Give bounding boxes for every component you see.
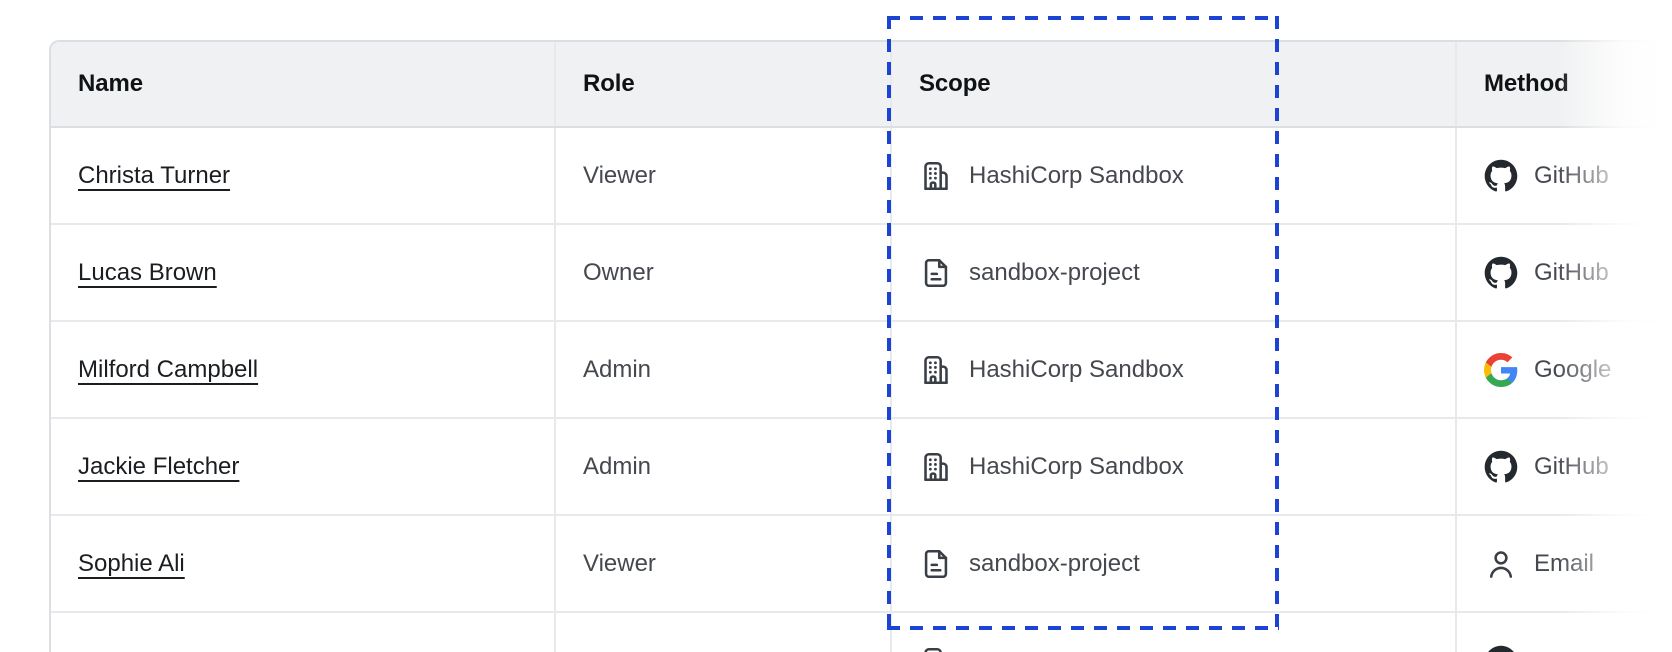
- method-label: Google: [1534, 355, 1612, 383]
- scope-cell: HashiCorp Sandbox: [892, 419, 1457, 514]
- method-cell: GitHub: [1457, 225, 1672, 320]
- name-cell: Sophie Ali: [51, 516, 556, 611]
- github-icon: [1484, 159, 1518, 193]
- method-cell: GitHub: [1457, 128, 1672, 223]
- table-body: Christa Turner Viewer HashiCorp Sandbox …: [51, 128, 1672, 652]
- user-name-link[interactable]: Jackie Fletcher: [78, 452, 240, 480]
- table-row: Sophie Ali Viewer sandbox-project Email: [51, 516, 1672, 613]
- name-cell: Milford Campbell: [51, 322, 556, 417]
- google-icon: [1484, 352, 1518, 387]
- user-name-link[interactable]: Christa Turner: [78, 161, 231, 189]
- scope-cell: sandbox-project: [892, 225, 1457, 320]
- scope-cell: HashiCorp Sandbox: [892, 128, 1457, 223]
- role-cell: Admin: [556, 419, 892, 514]
- user-name-link[interactable]: Milford Campbell: [78, 355, 259, 383]
- github-icon: [1484, 645, 1518, 652]
- scope-label: sandbox-project: [969, 258, 1140, 286]
- role-cell: Owner: [556, 225, 892, 320]
- file-icon: [919, 547, 953, 581]
- user-name-link[interactable]: Lucas Brown: [78, 258, 217, 286]
- building-icon: [919, 353, 953, 387]
- building-icon: [919, 645, 953, 652]
- scope-label: HashiCorp Sandbox: [969, 452, 1184, 480]
- github-icon: [1484, 256, 1518, 290]
- method-cell: [1457, 613, 1672, 652]
- role-cell: Admin: [556, 322, 892, 417]
- building-icon: [919, 159, 953, 193]
- method-cell: Email: [1457, 516, 1672, 611]
- name-cell: [51, 613, 556, 652]
- scope-cell: [892, 613, 1457, 652]
- method-label: Email: [1534, 549, 1595, 577]
- members-table: Name Role Scope Method Christa Turner Vi…: [49, 40, 1672, 652]
- column-header-scope: Scope: [892, 42, 1457, 126]
- column-header-method: Method: [1484, 70, 1569, 97]
- scope-cell: HashiCorp Sandbox: [892, 322, 1457, 417]
- table-row: Christa Turner Viewer HashiCorp Sandbox …: [51, 128, 1672, 225]
- user-name-link[interactable]: Sophie Ali: [78, 549, 185, 577]
- table-row: Jackie Fletcher Admin HashiCorp Sandbox …: [51, 419, 1672, 516]
- table-header-row: Name Role Scope Method: [51, 42, 1672, 128]
- table-row: Lucas Brown Owner sandbox-project GitHub: [51, 225, 1672, 322]
- role-cell: [556, 613, 892, 652]
- scope-label: HashiCorp Sandbox: [969, 161, 1184, 189]
- file-icon: [919, 256, 953, 290]
- role-cell: Viewer: [556, 128, 892, 223]
- name-cell: Jackie Fletcher: [51, 419, 556, 514]
- table-row-partial: [51, 613, 1672, 652]
- role-cell: Viewer: [556, 516, 892, 611]
- building-icon: [919, 450, 953, 484]
- method-label: GitHub: [1534, 258, 1609, 286]
- name-cell: Lucas Brown: [51, 225, 556, 320]
- person-icon: [1484, 547, 1518, 581]
- method-label: GitHub: [1534, 161, 1609, 189]
- column-header-role: Role: [556, 42, 892, 126]
- method-cell: GitHub: [1457, 419, 1672, 514]
- scope-cell: sandbox-project: [892, 516, 1457, 611]
- column-header-name: Name: [51, 42, 556, 126]
- table-row: Milford Campbell Admin HashiCorp Sandbox…: [51, 322, 1672, 419]
- scope-label: HashiCorp Sandbox: [969, 355, 1184, 383]
- github-icon: [1484, 450, 1518, 484]
- method-label: GitHub: [1534, 452, 1609, 480]
- name-cell: Christa Turner: [51, 128, 556, 223]
- method-cell: Google: [1457, 322, 1672, 417]
- scope-label: sandbox-project: [969, 549, 1140, 577]
